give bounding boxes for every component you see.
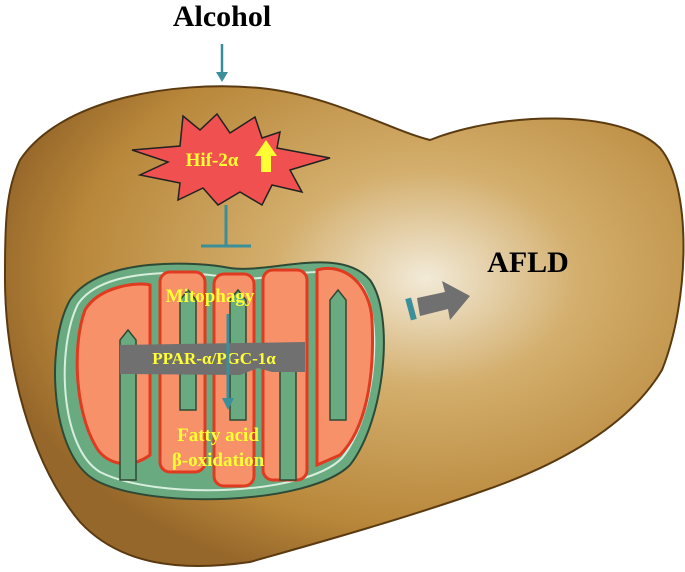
alcohol-arrow-icon xyxy=(216,44,228,82)
afld-label: AFLD xyxy=(487,246,569,279)
ppar-band xyxy=(120,342,305,375)
mitochondrion-icon xyxy=(54,261,385,501)
ppar-label: PPAR-α/PGC-1α xyxy=(152,349,276,368)
mitophagy-arrow-icon xyxy=(222,314,234,410)
afld-arrow-icon xyxy=(405,281,470,321)
up-arrow-icon xyxy=(255,140,277,172)
hif-label: Hif-2α xyxy=(186,150,239,171)
inhibition-icon xyxy=(201,205,251,248)
alcohol-label: Alcohol xyxy=(173,0,271,33)
hif-burst-icon xyxy=(131,112,331,207)
beta-oxidation-label: β-oxidation xyxy=(172,450,265,471)
fatty-acid-label: Fatty acid xyxy=(177,425,259,446)
mitophagy-label: Mitophagy xyxy=(166,286,255,307)
